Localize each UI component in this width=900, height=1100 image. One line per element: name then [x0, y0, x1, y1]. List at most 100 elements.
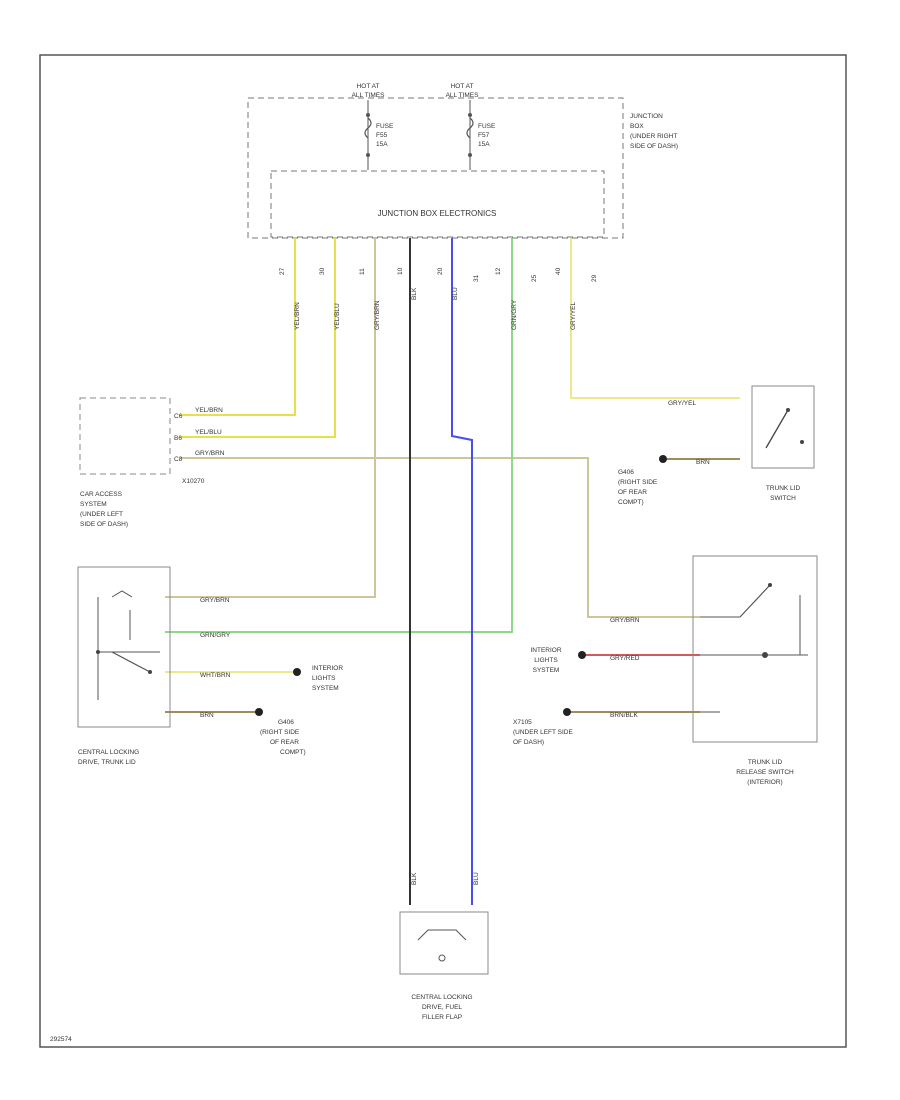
jb-pin-27: 27 [279, 267, 286, 275]
fuel-flap-name-1: CENTRAL LOCKING [411, 994, 472, 1001]
trunk-drive-ground-2: (RIGHT SIDE [260, 729, 300, 736]
wires [165, 238, 740, 905]
jb-pin-30: 30 [319, 267, 326, 275]
diagram-frame [39, 54, 847, 1048]
fuse-f55-label-3: 15A [376, 141, 388, 148]
car-access-system: C6 B6 C8 YEL/BRN YEL/BLU GRY/BRN X10270 … [79, 397, 225, 528]
ground-g406-top-icon [659, 455, 667, 463]
central-locking-trunk-lid: GRY/BRN GRN/GRY WHT/BRN BRN INTERIOR LIG… [77, 566, 343, 766]
fuse-f55: FUSE F55 15A [364, 100, 394, 170]
wire-label-blu-bottom: BLU [473, 872, 480, 885]
wire-yel-brn [180, 238, 296, 416]
central-locking-fuel-flap: CENTRAL LOCKING DRIVE, FUEL FILLER FLAP [399, 911, 489, 1021]
trunk-lid-release-switch: GRY/BRN GRY/RED BRN/BLK INTERIOR LIGHTS … [513, 555, 818, 786]
trunk-switch-wire-bottom: BRN [696, 459, 710, 466]
junction-box: JUNCTION BOX ELECTRONICS HOT AT ALL TIME… [247, 83, 678, 282]
junction-box-name-2: BOX [630, 123, 644, 130]
trunk-lid-switch: GRY/YEL BRN G406 (RIGHT SIDE OF REAR COM… [618, 385, 815, 506]
release-interior-1: INTERIOR [530, 647, 561, 654]
car-access-wire-1: YEL/BRN [195, 407, 223, 414]
wire-gry-brn-release [180, 457, 700, 618]
release-ground-1: X7105 [513, 719, 532, 726]
release-ground-2: (UNDER LEFT SIDE [513, 729, 573, 736]
jb-pin-11: 11 [359, 268, 366, 275]
hot-label-right-2: ALL TIMES [446, 92, 480, 99]
trunk-drive-name-2: DRIVE, TRUNK LID [78, 759, 136, 766]
junction-box-electronics-label: JUNCTION BOX ELECTRONICS [378, 209, 497, 218]
trunk-drive-interior-1: INTERIOR [312, 665, 343, 672]
interior-lights-release-icon [578, 651, 586, 659]
junction-box-name-4: SIDE OF DASH) [630, 143, 678, 150]
trunk-switch-wire-top: GRY/YEL [668, 400, 696, 407]
trunk-drive-interior-2: LIGHTS [312, 675, 336, 682]
fuel-flap-outline [399, 911, 489, 975]
trunk-switch-ground-1: G406 [618, 469, 634, 476]
release-name-2: RELEASE SWITCH [736, 769, 794, 776]
trunk-drive-wire-2: GRN/GRY [200, 632, 231, 639]
wire-label-blu: BLU [452, 287, 459, 300]
car-access-name-1: CAR ACCESS [80, 491, 123, 498]
car-access-wire-3: GRY/BRN [195, 450, 225, 457]
wire-gry-yel [570, 238, 740, 399]
junction-box-name-1: JUNCTION [630, 113, 663, 120]
trunk-switch-ground-2: (RIGHT SIDE [618, 479, 658, 486]
trunk-drive-ground-4: COMPT) [280, 749, 306, 756]
release-name-1: TRUNK LID [748, 759, 783, 766]
car-access-name-3: (UNDER LEFT [80, 511, 123, 518]
trunk-switch-name-1: TRUNK LID [766, 485, 801, 492]
fuel-flap-name-2: DRIVE, FUEL [422, 1004, 462, 1011]
jb-pin-25: 25 [531, 274, 538, 282]
wire-yel-blu [180, 238, 336, 438]
trunk-switch-ground-4: COMPT) [618, 499, 644, 506]
trunk-switch-ground-3: OF REAR [618, 489, 647, 496]
central-locking-trunk-outline [77, 566, 171, 728]
release-ground-3: OF DASH) [513, 739, 544, 746]
jb-pin-29: 29 [591, 274, 598, 282]
ground-g406-bottom-icon [255, 708, 263, 716]
trunk-drive-wire-3: WHT/BRN [200, 672, 231, 679]
fuel-flap-name-3: FILLER FLAP [422, 1014, 462, 1021]
hot-label-right-1: HOT AT [451, 83, 474, 90]
junction-box-outline [247, 97, 624, 239]
wire-label-yel-brn: YEL/BRN [294, 302, 301, 330]
fuse-f55-label-1: FUSE [376, 123, 394, 130]
car-access-pin-b6: B6 [174, 435, 182, 442]
junction-box-electronics-outline [270, 170, 605, 238]
ground-x7105-icon [563, 708, 571, 716]
release-wire-1: GRY/BRN [610, 617, 640, 624]
wire-blu [451, 238, 473, 905]
fuse-f57-label-3: 15A [478, 141, 490, 148]
wire-gry-brn-trunk [165, 238, 376, 598]
trunk-switch-name-2: SWITCH [770, 495, 796, 502]
hot-label-left-2: ALL TIMES [352, 92, 386, 99]
car-access-outline [79, 397, 171, 475]
junction-box-name-3: (UNDER RIGHT [630, 133, 677, 140]
trunk-drive-ground-1: G406 [278, 719, 294, 726]
release-switch-outline [692, 555, 818, 743]
trunk-drive-name-1: CENTRAL LOCKING [78, 749, 139, 756]
diagram-id: 292574 [50, 1036, 72, 1043]
wire-label-blk: BLK [411, 287, 418, 300]
wire-label-grn-gry: GRN/GRY [511, 299, 518, 330]
release-wire-2: GRY/RED [610, 655, 640, 662]
release-interior-3: SYSTEM [533, 667, 560, 674]
trunk-drive-interior-3: SYSTEM [312, 685, 339, 692]
wire-label-yel-blu: YEL/BLU [334, 303, 341, 330]
car-access-name-2: SYSTEM [80, 501, 107, 508]
fuse-f57-label-2: F57 [478, 132, 490, 139]
trunk-drive-ground-3: OF REAR [270, 739, 299, 746]
car-access-name-4: SIDE OF DASH) [80, 521, 128, 528]
car-access-pin-c8: C8 [174, 456, 183, 463]
jb-pin-40: 40 [555, 267, 562, 275]
wire-label-blk-bottom: BLK [411, 872, 418, 885]
jb-pin-20: 20 [437, 267, 444, 275]
wire-label-gry-yel: GRY/YEL [570, 302, 577, 330]
car-access-pin-c6: C6 [174, 413, 183, 420]
jb-pin-31: 31 [473, 274, 480, 282]
fuse-f57-label-1: FUSE [478, 123, 496, 130]
release-interior-2: LIGHTS [534, 657, 558, 664]
trunk-lid-switch-outline [751, 385, 815, 469]
trunk-drive-wire-4: BRN [200, 712, 214, 719]
wire-color-labels: YEL/BRN YEL/BLU GRY/BRN BLK BLU GRN/GRY … [294, 287, 577, 885]
